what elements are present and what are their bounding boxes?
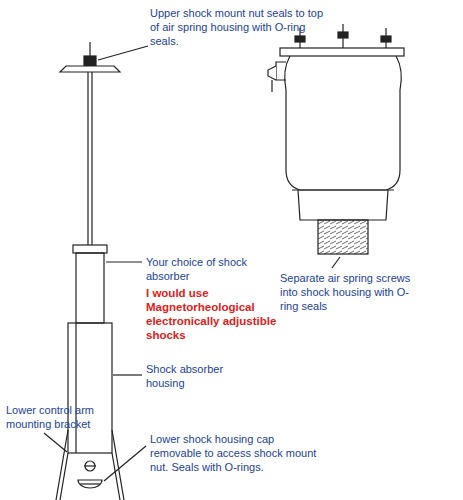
callout-label: Upper shock mount nut seals to top of ai… — [150, 6, 325, 48]
callout-label: Lower shock housing cap removable to acc… — [150, 432, 325, 474]
callout-label: Separate air spring screws into shock ho… — [280, 271, 420, 313]
note-label: I would use Magnetorheological electroni… — [146, 286, 296, 342]
callout-label: Shock absorber housing — [146, 362, 256, 390]
callout-label: Your choice of shock absorber — [146, 255, 256, 283]
callout-label: Lower control arm mounting bracket — [6, 403, 126, 431]
